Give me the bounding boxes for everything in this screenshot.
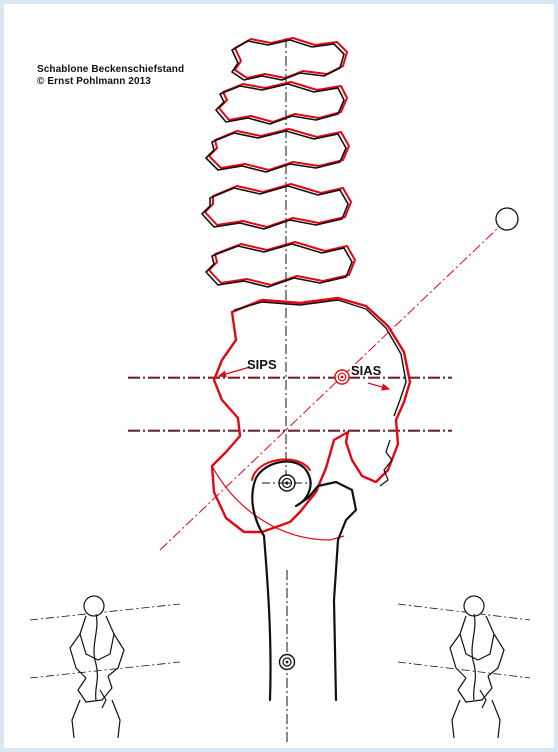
- pelvis-outline: [212, 298, 410, 540]
- sips-arrow: [219, 367, 250, 376]
- lumbar-spine: [202, 38, 355, 287]
- lower-horizontal-line: [128, 430, 452, 431]
- sias-arrow: [368, 383, 389, 389]
- upper-horizontal-line: [128, 377, 452, 378]
- tilt-handle-circle[interactable]: [496, 208, 518, 230]
- right-skeleton-thumbnail: [398, 596, 530, 738]
- femur-bone: [252, 459, 356, 700]
- left-skeleton-thumbnail: [30, 596, 180, 738]
- femur-shaft-target[interactable]: [280, 655, 295, 670]
- sias-label: SIAS: [351, 363, 382, 378]
- sias-target[interactable]: [335, 370, 349, 384]
- sips-label: SIPS: [247, 357, 277, 372]
